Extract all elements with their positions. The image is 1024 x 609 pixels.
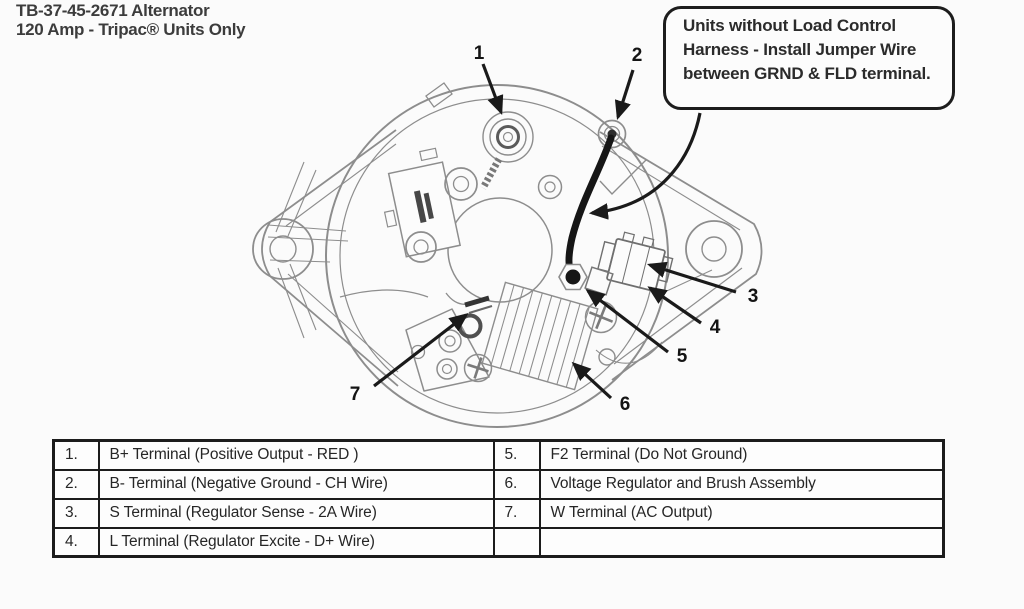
arrow-4 (647, 286, 702, 325)
callout-number-6: 6 (619, 394, 631, 415)
legend-num: 1. (52, 439, 100, 471)
legend-num: 2. (52, 468, 100, 500)
callout-number-4: 4 (709, 317, 721, 338)
callout-number-1: 1 (473, 43, 485, 64)
legend-desc: Voltage Regulator and Brush Assembly (538, 468, 945, 500)
legend-desc: L Terminal (Regulator Excite - D+ Wire) (97, 526, 495, 558)
legend-desc: W Terminal (AC Output) (538, 497, 945, 529)
legend-desc (538, 526, 945, 558)
left-mounting-ear (252, 129, 399, 387)
legend-num: 4. (52, 526, 100, 558)
table-row: 2. B- Terminal (Negative Ground - CH Wir… (52, 468, 945, 500)
b-plus-terminal (405, 111, 563, 263)
legend-desc: B+ Terminal (Positive Output - RED ) (97, 439, 495, 471)
arrow-1 (481, 63, 504, 115)
table-row: 4. L Terminal (Regulator Excite - D+ Wir… (52, 526, 945, 558)
arrow-2 (614, 69, 635, 121)
jumper-wire-callout: Units without Load Control Harness - Ins… (663, 6, 955, 110)
table-row: 1. B+ Terminal (Positive Output - RED ) … (52, 439, 945, 471)
arrow-6 (571, 361, 613, 400)
w-terminal-tab (464, 295, 493, 314)
legend-num (492, 526, 541, 558)
legend-num: 7. (492, 497, 541, 529)
part-sticker (383, 147, 462, 258)
jumper-wire (558, 134, 615, 291)
amp-rating-subtitle: 120 Amp - Tripac® Units Only (16, 20, 246, 39)
arrow-7 (373, 313, 469, 388)
part-number-title: TB-37-45-2671 Alternator (16, 1, 210, 20)
callout-leader-arrow (588, 112, 702, 220)
table-row: 3. S Terminal (Regulator Sense - 2A Wire… (52, 497, 945, 529)
right-mounting-ear (599, 131, 763, 381)
legend-num: 5. (492, 439, 541, 471)
title-block: TB-37-45-2671 Alternator 120 Amp - Tripa… (16, 1, 246, 39)
callout-number-3: 3 (747, 286, 759, 307)
fastener-cluster (405, 300, 618, 392)
terminal-legend-table: 1. B+ Terminal (Positive Output - RED ) … (52, 439, 945, 558)
legend-desc: F2 Terminal (Do Not Ground) (538, 439, 945, 471)
callout-number-5: 5 (676, 346, 688, 367)
arrow-5 (585, 289, 669, 354)
connector-block (597, 231, 674, 292)
arrow-3 (646, 261, 737, 294)
callout-number-7: 7 (349, 384, 361, 405)
legend-desc: B- Terminal (Negative Ground - CH Wire) (97, 468, 495, 500)
legend-num: 6. (492, 468, 541, 500)
legend-num: 3. (52, 497, 100, 529)
legend-desc: S Terminal (Regulator Sense - 2A Wire) (97, 497, 495, 529)
pointer-arrows (373, 63, 737, 400)
callout-text: Units without Load Control Harness - Ins… (683, 16, 931, 83)
alternator-diagram (252, 63, 763, 428)
callout-number-2: 2 (631, 45, 643, 66)
regulator-fins (481, 281, 599, 391)
